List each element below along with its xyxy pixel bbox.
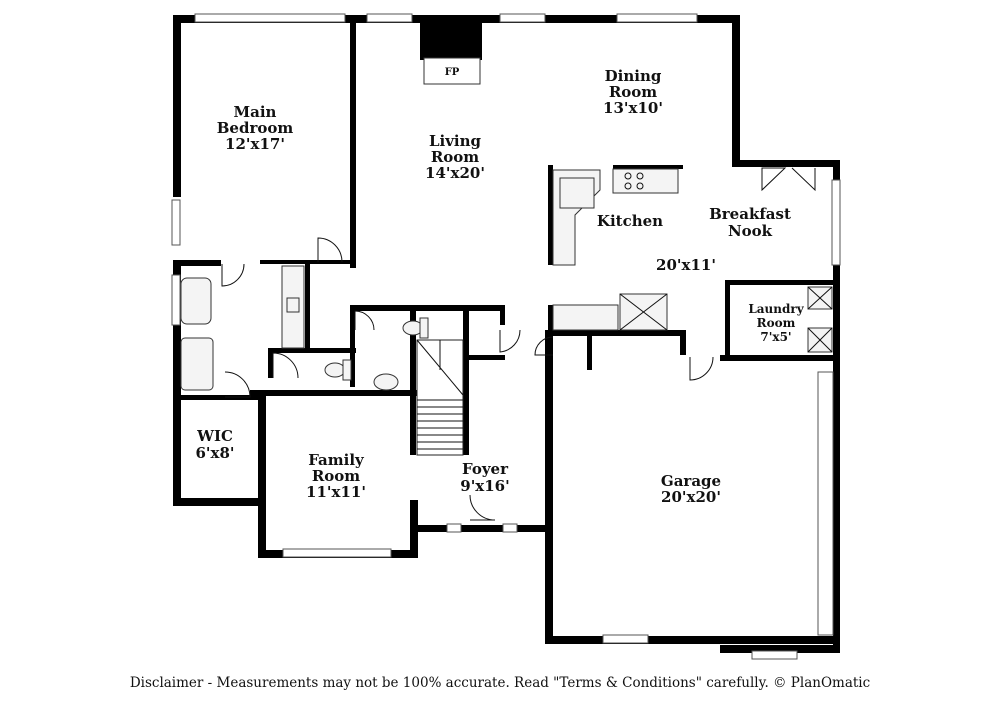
wic-size: 6'x8' <box>195 444 234 462</box>
breakfast-nook-name-2: Nook <box>728 222 773 240</box>
laundry-room-name-1: Laundry <box>748 302 804 316</box>
laundry-room-size: 7'x5' <box>760 330 791 344</box>
dining-room-size: 13'x10' <box>603 99 663 117</box>
interior-walls <box>181 23 840 530</box>
family-room-name-1: Family <box>308 451 365 469</box>
dining-room-name-1: Dining <box>605 67 662 85</box>
foyer-size: 9'x16' <box>460 477 509 495</box>
main-bedroom-name-2: Bedroom <box>217 119 294 137</box>
fireplace-label: FP <box>445 67 460 78</box>
room-labels: Main Bedroom 12'x17' Living Room 14'x20'… <box>195 67 804 506</box>
laundry-room-name-2: Room <box>757 316 796 330</box>
fixtures <box>180 168 833 456</box>
doors <box>221 167 816 521</box>
living-room-name-1: Living <box>429 132 482 150</box>
main-bedroom-size: 12'x17' <box>225 135 285 153</box>
breakfast-nook-name-1: Breakfast <box>709 205 791 223</box>
fireplace: FP <box>420 15 482 85</box>
kitchen-nook-size: 20'x11' <box>656 256 716 274</box>
kitchen-name: Kitchen <box>597 212 663 230</box>
foyer-name: Foyer <box>462 460 509 478</box>
main-bedroom-name-1: Main <box>234 103 277 121</box>
garage-size: 20'x20' <box>661 488 721 506</box>
windows <box>171 13 841 660</box>
disclaimer-text: Disclaimer - Measurements may not be 100… <box>129 675 871 691</box>
family-room-name-2: Room <box>312 467 360 485</box>
living-room-name-2: Room <box>431 148 479 166</box>
dining-room-name-2: Room <box>609 83 657 101</box>
family-room-size: 11'x11' <box>306 483 366 501</box>
living-room-size: 14'x20' <box>425 164 485 182</box>
garage-name: Garage <box>661 472 721 490</box>
wic-name: WIC <box>196 427 233 445</box>
